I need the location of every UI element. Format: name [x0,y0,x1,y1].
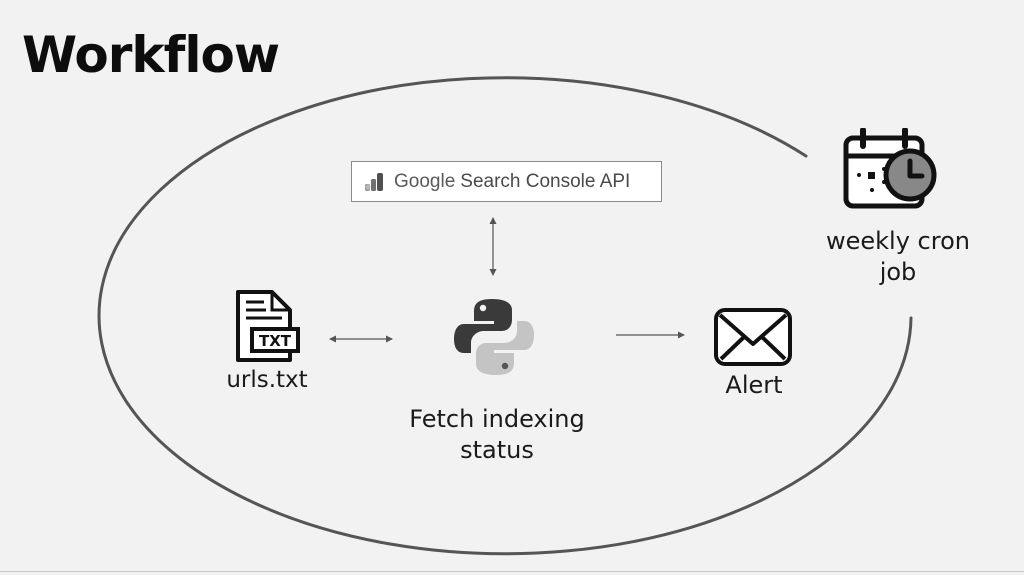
slide-bottom-divider [0,571,1024,572]
page-title: Workflow [22,26,280,84]
txt-file-icon: TXT [236,290,300,362]
search-console-logo-icon [365,172,383,191]
gsc-brand-text: Google [394,170,456,192]
urls-file-label: urls.txt [226,367,308,393]
workflow-cycle-arc [97,76,913,556]
cron-label-line2: job [879,258,917,287]
cron-node-label: weekly cron job [810,226,986,288]
cron-label-line1: weekly cron [826,227,970,255]
python-logo-icon [454,299,534,375]
txt-icon-label: TXT [259,332,292,350]
calendar-clock-icon [843,128,937,209]
alert-node-label: Alert [725,371,783,399]
envelope-icon [714,308,792,366]
python-node-label: Fetch indexing status [382,404,612,466]
python-label-line1: Fetch indexing [409,405,585,433]
python-label-line2: status [460,436,534,465]
gsc-name-text: Search Console API [460,170,631,192]
